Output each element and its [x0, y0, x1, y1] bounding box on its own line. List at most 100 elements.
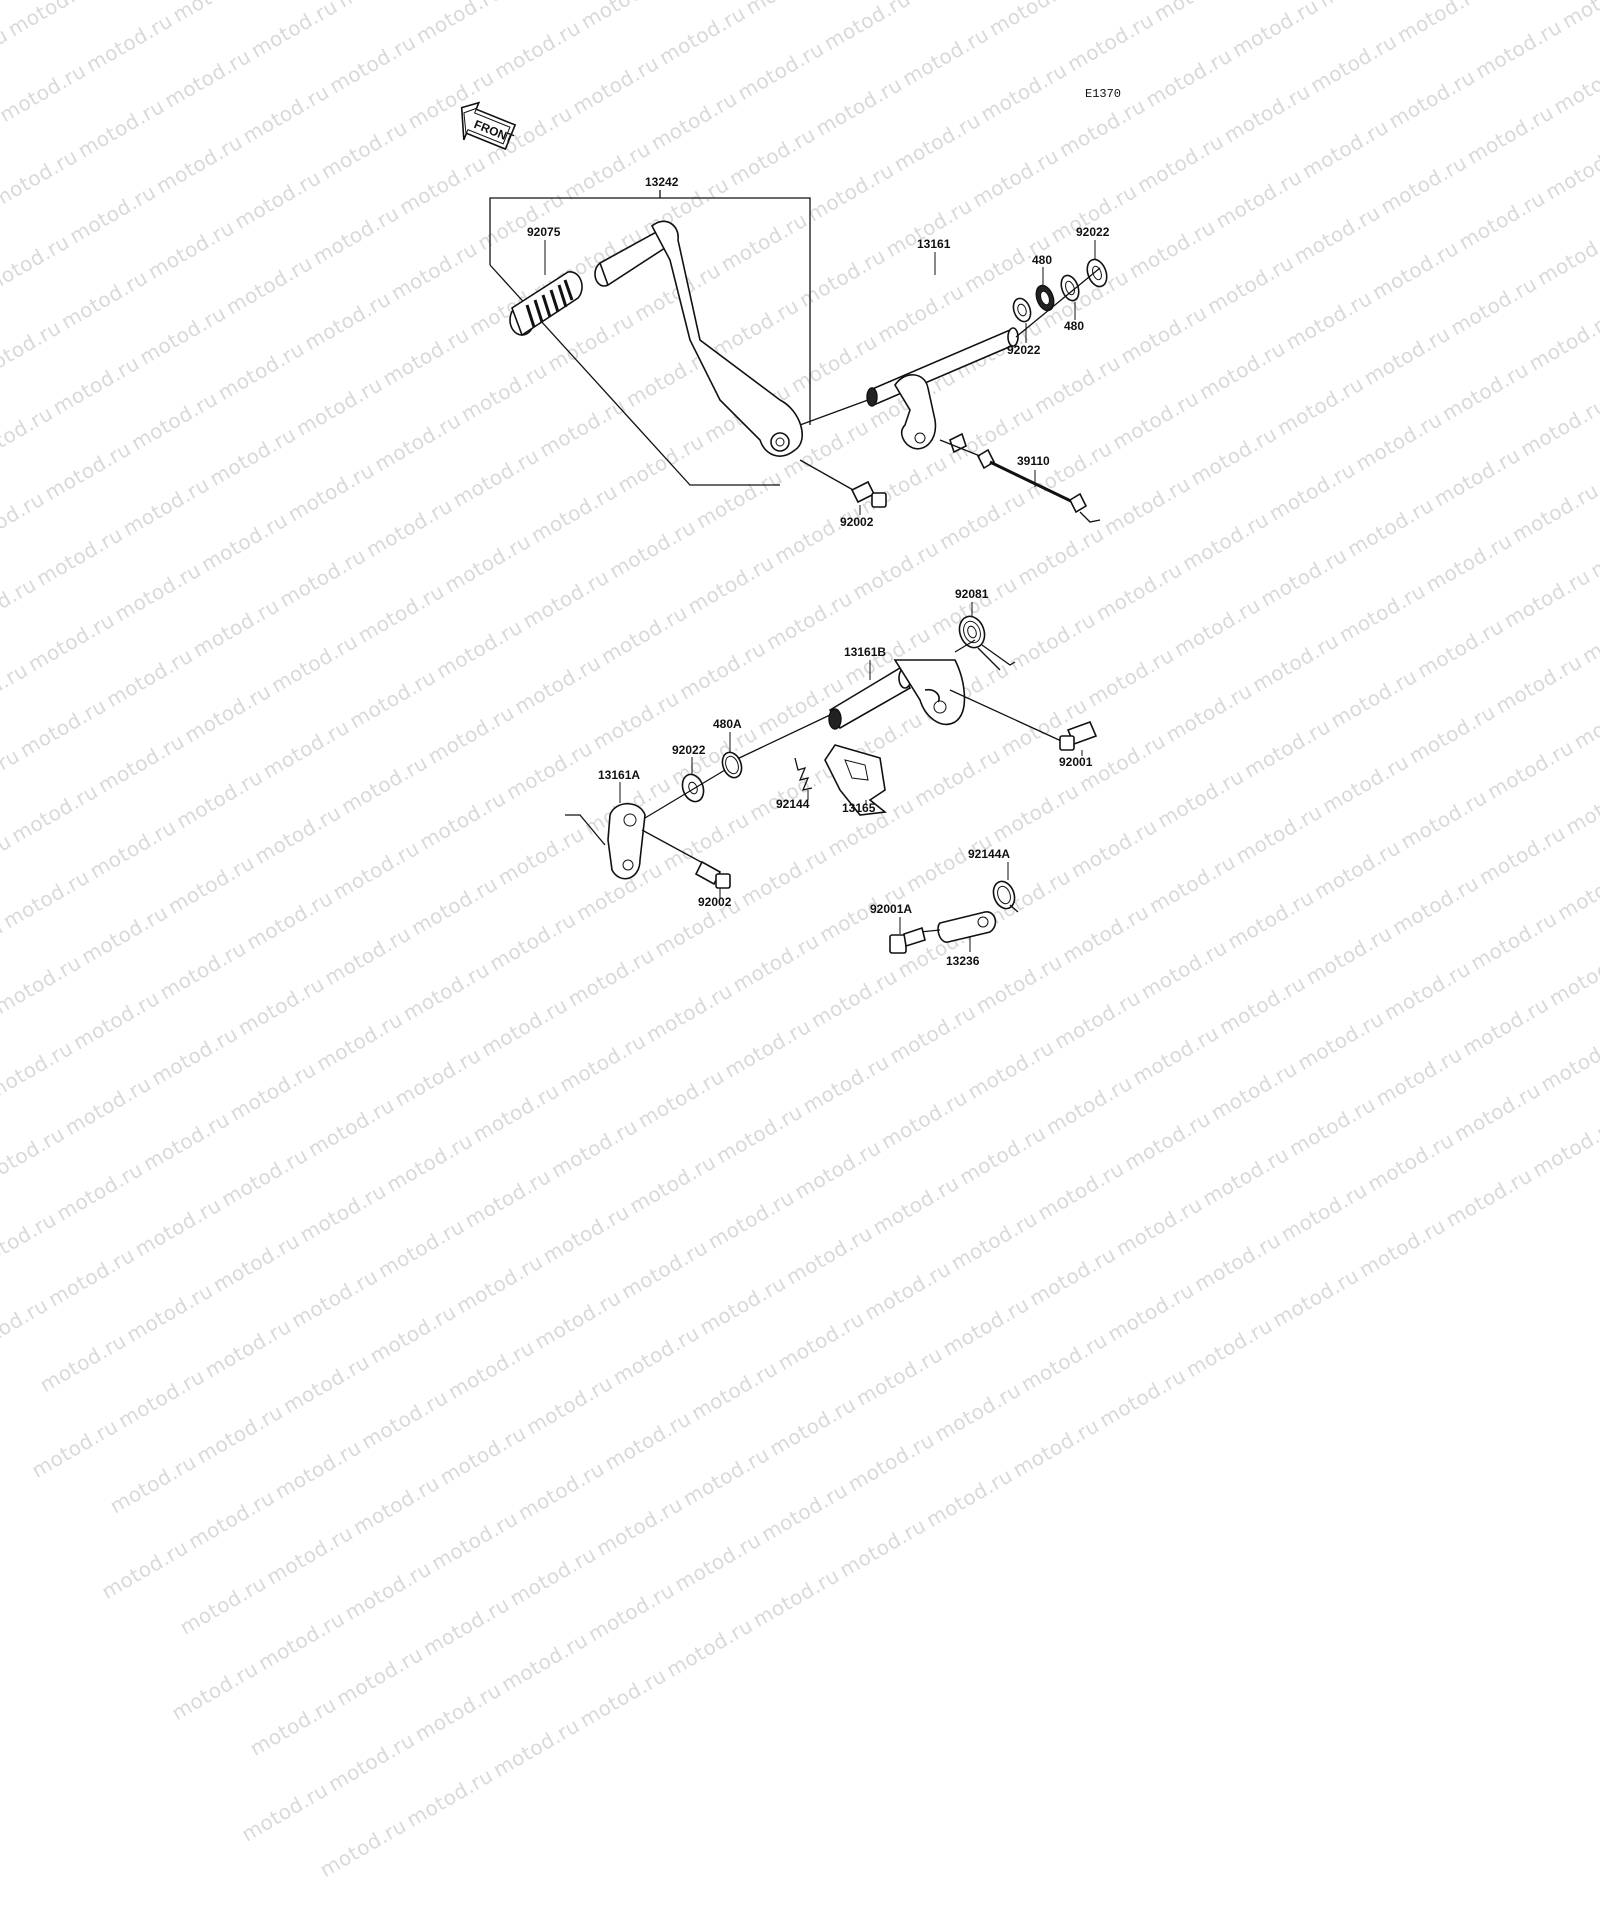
- watermark-text: motod.ru: [835, 1513, 931, 1582]
- watermark-text: motod.ru: [522, 1370, 618, 1440]
- watermark-text: motod.ru: [97, 1535, 193, 1604]
- watermark-text: motod.ru: [608, 1320, 704, 1390]
- label-92022-mid: 92022: [1007, 343, 1041, 357]
- watermark-text: motod.ru: [1025, 1242, 1121, 1311]
- label-480-mid: 480: [1064, 319, 1084, 333]
- shift-shaft-upper: [799, 327, 1019, 454]
- watermark-text: motod.ru: [435, 1420, 531, 1490]
- label-92022-low: 92022: [672, 743, 706, 757]
- watermark-text: motod.ru: [695, 1270, 791, 1340]
- washers-lower: [644, 751, 743, 819]
- watermark-text: motod.ru: [315, 1813, 411, 1882]
- watermark-text: motod.ru: [662, 1613, 758, 1682]
- watermark-text: motod.ru: [253, 1606, 349, 1676]
- watermark-text: motod.ru: [35, 1328, 131, 1397]
- watermark-text: motod.ru: [843, 1427, 939, 1497]
- pedal-rubber: [509, 270, 583, 337]
- shift-shaft-lower: [828, 639, 1071, 746]
- watermark-text: motod.ru: [348, 1470, 444, 1540]
- label-39110: 39110: [1017, 454, 1050, 468]
- return-spring: [958, 615, 1016, 671]
- watermark-text: motod.ru: [678, 1442, 774, 1511]
- watermark-text: motod.ru: [365, 1299, 461, 1369]
- watermark-text: motod.ru: [1190, 1227, 1285, 1297]
- watermark-text: motod.ru: [1181, 1313, 1277, 1382]
- watermark-text: motod.ru: [262, 1520, 358, 1590]
- watermark-text: motod.ru: [452, 1249, 548, 1319]
- watermark-text: motod.ru: [616, 1235, 712, 1304]
- watermark-text: motod.ru: [122, 1278, 218, 1347]
- watermark-text: motod.ru: [1111, 1192, 1207, 1261]
- watermark-text: motod.ru: [773, 1306, 869, 1376]
- watermark-text: motod.ru: [340, 1556, 436, 1626]
- small-spring: [734, 714, 831, 791]
- watermark-text: motod.ru: [851, 1342, 947, 1411]
- watermark-text: motod.ru: [287, 1263, 383, 1333]
- watermark-text: motod.ru: [765, 1392, 861, 1461]
- shift-arm: [565, 802, 713, 880]
- watermark-text: motod.ru: [781, 1220, 877, 1290]
- watermark-text: motod.ru: [1008, 1413, 1104, 1482]
- spring-small-right: [992, 880, 1019, 913]
- watermark-text: motod.ru: [175, 1570, 271, 1640]
- watermark-text: motod.ru: [670, 1527, 766, 1597]
- label-480A: 480A: [713, 717, 742, 731]
- watermark-text: motod.ru: [538, 1199, 634, 1269]
- front-arrow: FRONT: [460, 101, 516, 151]
- watermark-text: motod.ru: [946, 1206, 1042, 1276]
- watermark-text: motod.ru: [237, 1777, 333, 1847]
- pedal-assembly-box: [489, 190, 811, 486]
- diagram-code: E1370: [1085, 87, 1121, 101]
- label-480-top: 480: [1032, 253, 1052, 267]
- label-13161A: 13161A: [598, 768, 640, 782]
- label-92002-low: 92002: [698, 895, 732, 909]
- watermark-text: motod.ru: [686, 1356, 782, 1426]
- watermark-text: motod.ru: [497, 1627, 593, 1697]
- watermark-text: motod.ru: [167, 1656, 263, 1726]
- watermark-text: motod.ru: [513, 1456, 609, 1526]
- watermark-text: motod.ru: [575, 1663, 671, 1732]
- watermark-text: motod.ru: [1016, 1327, 1112, 1397]
- watermark-text: motod.ru: [427, 1506, 523, 1576]
- watermark-text: motod.ru: [332, 1642, 428, 1711]
- label-92081: 92081: [955, 587, 989, 601]
- watermark-text: motod.ru: [443, 1335, 539, 1404]
- watermark-text: motod.ru: [860, 1256, 956, 1326]
- parts-diagram: E1370 FRONT: [460, 87, 1121, 968]
- lever-plate: [919, 911, 997, 943]
- guide-plate: [824, 744, 887, 816]
- watermark-text: motod.ru: [357, 1385, 453, 1454]
- watermark-text: motod.ru: [27, 1413, 123, 1483]
- watermark-text: motod.ru: [583, 1577, 679, 1647]
- bolt-flange: [889, 926, 926, 954]
- watermark-text: motod.ru: [113, 1363, 209, 1433]
- watermark-text: motod.ru: [505, 1542, 601, 1611]
- watermark-text: motod.ru: [200, 1313, 296, 1383]
- label-92001A: 92001A: [870, 902, 912, 916]
- watermark-text: motod.ru: [183, 1485, 279, 1554]
- watermark-text: motod.ru: [43, 1242, 139, 1312]
- bolt-right: [1059, 720, 1098, 751]
- watermark-text: motod.ru: [105, 1449, 201, 1519]
- watermark-text: motod.ru: [938, 1292, 1034, 1361]
- label-92144A: 92144A: [968, 847, 1010, 861]
- bolt-lower: [694, 860, 731, 889]
- watermark-text: motod.ru: [373, 1213, 469, 1283]
- watermark-text: motod.ru: [930, 1377, 1026, 1447]
- washers-upper: [1012, 258, 1108, 338]
- label-92001: 92001: [1059, 755, 1093, 769]
- watermark-text: motod.ru: [530, 1285, 626, 1354]
- watermark-text: motod.ru: [592, 1492, 688, 1561]
- watermark-text: motod.ru: [418, 1592, 514, 1661]
- shift-pedal: [594, 220, 804, 457]
- label-92022-top: 92022: [1076, 225, 1110, 239]
- watermark-text: motod.ru: [756, 1477, 852, 1547]
- watermark-text: motod.ru: [130, 1192, 226, 1262]
- watermark-text: motod.ru: [0, 1292, 53, 1362]
- label-13161B: 13161B: [844, 645, 886, 659]
- watermark-text: motod.ru: [323, 1727, 419, 1797]
- label-92144: 92144: [776, 797, 810, 811]
- watermark-text: motod.ru: [0, 1207, 61, 1276]
- label-13236: 13236: [946, 954, 980, 968]
